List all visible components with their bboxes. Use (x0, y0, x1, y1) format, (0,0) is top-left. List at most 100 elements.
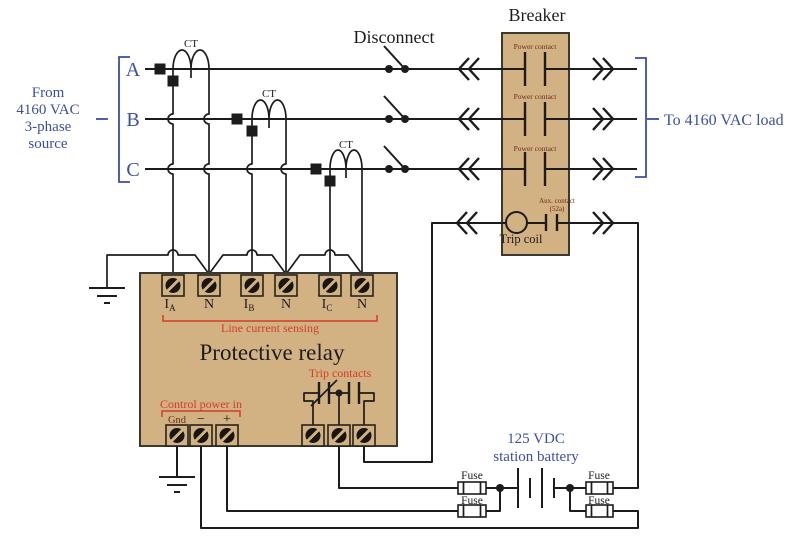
relay-bottom-terminals (165, 424, 376, 447)
ct-phase-c: CT (329, 139, 363, 275)
relay-top-terminals (161, 274, 374, 297)
svg-text:IC: IC (322, 297, 333, 313)
fuse-label: Fuse (588, 470, 610, 482)
battery-label-line2: station battery (493, 449, 579, 465)
switch-blade (383, 145, 406, 170)
chevron-in-b (457, 107, 480, 131)
terminal-ia (161, 274, 185, 297)
neutral-bus-wire (106, 249, 363, 288)
fuse-bottom-left: Fuse (457, 495, 487, 518)
fuse-label: Fuse (588, 495, 610, 507)
disconnect-phase-a (383, 45, 409, 73)
control-power-in: Control power in Gnd − + (160, 397, 242, 427)
ct-secondary-lead (203, 69, 210, 274)
power-contact-label-c: Power contact (514, 144, 558, 153)
svg-text:N: N (281, 297, 291, 312)
terminal-ib (240, 274, 264, 297)
chevron-in-c (457, 157, 480, 181)
source-label-line2: 4160 VAC (16, 102, 79, 118)
fuse-top-left: Fuse (457, 470, 487, 495)
source-bracket (118, 56, 130, 183)
phase-lines (145, 68, 637, 170)
source-label-line4: source (28, 136, 67, 152)
fuse-label: Fuse (461, 470, 483, 482)
terminal-n3 (350, 274, 374, 297)
nc-contact-slash (310, 379, 338, 407)
power-contact-b (523, 102, 547, 136)
fuse-label: Fuse (461, 495, 483, 507)
source-label-line1: From (32, 85, 65, 101)
plus-supply-wire (226, 446, 458, 512)
terminal-ic (318, 274, 342, 297)
aux-contact-label-line1: Aux. contact (539, 197, 575, 205)
junction-dot (496, 484, 504, 492)
power-contact-label-b: Power contact (514, 92, 558, 101)
relay-title: Protective relay (200, 340, 345, 365)
fuse-top-right: Fuse (585, 470, 614, 495)
trip-coil-circuit: Trip coil Aux. contact (52a) (363, 197, 639, 489)
disconnect-phase-b (383, 95, 409, 123)
fuse-bottom-right: Fuse (585, 495, 614, 518)
source-side: From 4160 VAC 3-phase source A B C (16, 56, 141, 183)
load-bracket (635, 57, 647, 178)
svg-text:IB: IB (244, 297, 255, 313)
line-current-sensing-bracket (162, 315, 378, 322)
plus-label: + (223, 412, 231, 427)
drawout-chevrons (457, 57, 615, 181)
phase-a-label: A (126, 59, 141, 81)
minus-label: − (197, 412, 205, 427)
ct-neutral-bus (89, 249, 363, 304)
trip-contacts: Trip contacts (303, 366, 375, 425)
disconnect-switches: Disconnect (354, 27, 435, 173)
terminal-trip-3 (352, 424, 376, 447)
terminal-n1 (197, 274, 221, 297)
chevron-out-b (592, 107, 615, 131)
svg-text:N: N (357, 297, 367, 312)
minus-supply-wire (200, 446, 639, 529)
source-label-line3: 3-phase (25, 119, 72, 135)
phase-c-label: C (126, 159, 139, 181)
power-contact-label-a: Power contact (514, 42, 558, 51)
load-side: To 4160 VAC load (635, 57, 784, 178)
disconnect-title: Disconnect (354, 27, 435, 47)
load-label: To 4160 VAC load (664, 112, 784, 129)
ct-phase-b: CT (246, 88, 287, 275)
chevron-trip-left (455, 211, 478, 235)
station-battery: 125 VDC station battery (493, 431, 579, 508)
protective-relay: IA N IB N IC N Line current sensing Prot… (139, 272, 398, 447)
breaker-contents: Breaker Power contact Power contact Powe… (363, 5, 639, 489)
ct-b-label: CT (262, 88, 276, 100)
ct-secondary-lead (167, 69, 174, 275)
trip-positive-wire (338, 446, 458, 489)
ground-symbol-left (89, 287, 125, 304)
ct-winding (172, 49, 210, 78)
power-contact-a (523, 52, 547, 86)
chevron-in-a (457, 57, 480, 81)
terminal-minus (189, 424, 213, 447)
switch-blade (383, 45, 406, 70)
control-power-bracket (161, 410, 241, 417)
terminal-plus (215, 424, 239, 447)
trip-contacts-label: Trip contacts (309, 366, 372, 380)
polarity-square (231, 113, 243, 125)
polarity-square (154, 63, 166, 75)
terminal-trip-1 (301, 424, 325, 447)
battery-long-plates (517, 468, 543, 508)
breaker-title: Breaker (509, 5, 566, 25)
disconnect-phase-c (383, 145, 409, 173)
trip-coil-label: Trip coil (500, 232, 543, 246)
chevron-trip-right (592, 211, 615, 235)
phase-b-label: B (126, 109, 139, 131)
line-current-sensing-label: Line current sensing (221, 321, 319, 335)
switch-blade (383, 95, 406, 120)
chevron-out-c (592, 157, 615, 181)
svg-text:N: N (204, 297, 214, 312)
control-power-in-label: Control power in (160, 397, 242, 411)
terminal-gnd (165, 424, 189, 447)
ct-a-label: CT (184, 38, 198, 50)
current-transformers: CT CT CT (167, 38, 363, 275)
power-contact-c (523, 152, 547, 186)
ct-secondary-lead (280, 119, 287, 274)
